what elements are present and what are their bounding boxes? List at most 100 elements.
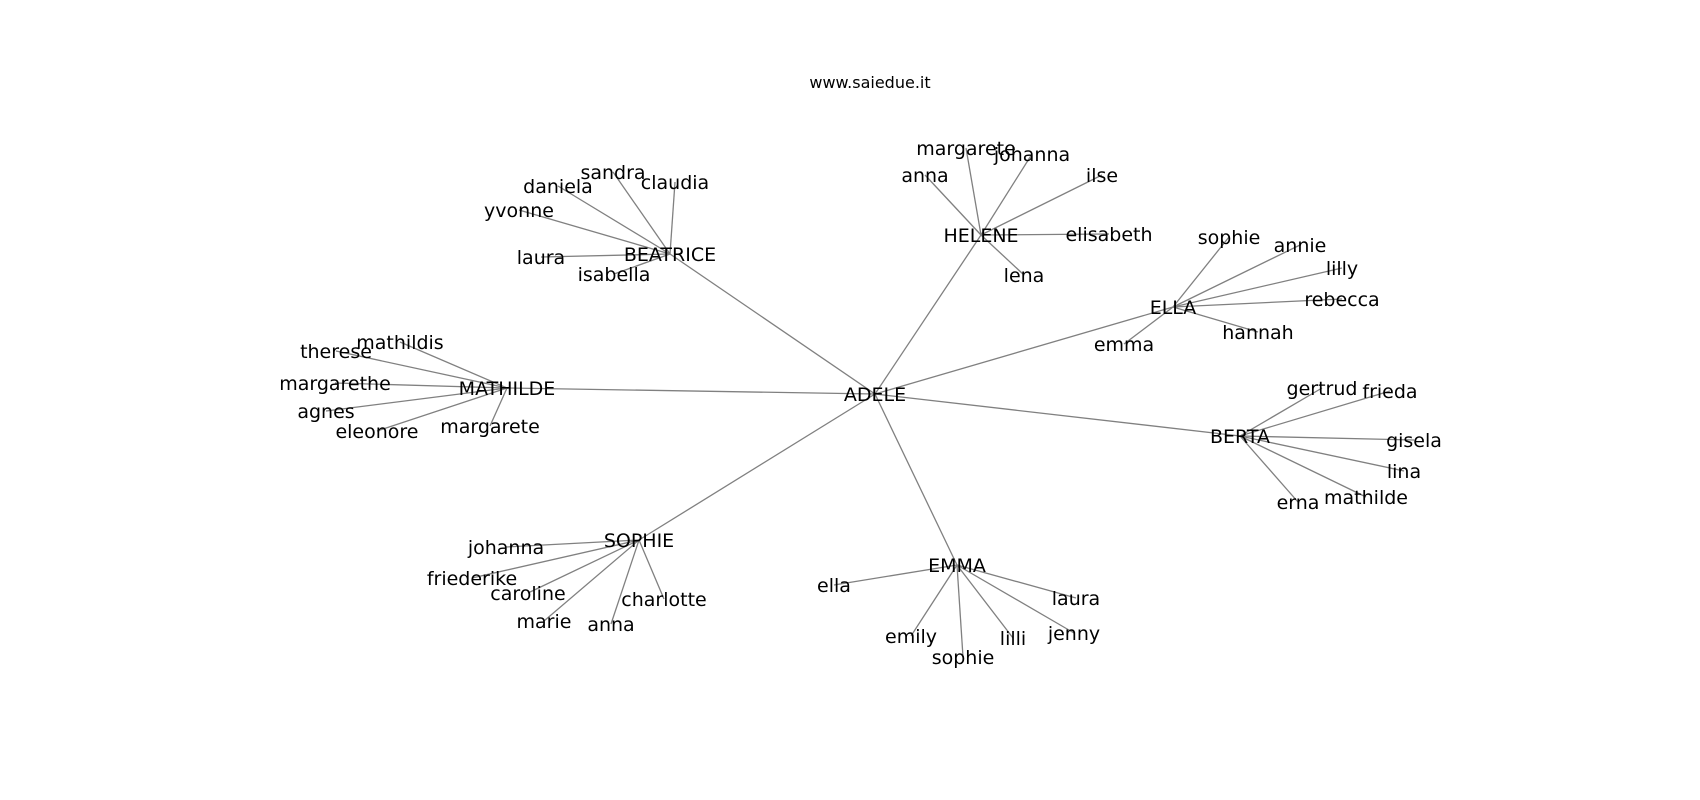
edge-root-ella [874,306,1174,395]
leaf-node-label: lilli [1000,628,1026,650]
hub-node-label: SOPHIE [604,530,674,552]
edge-helene-johanna [980,153,1033,236]
leaf-node-label: sophie [932,647,995,669]
hub-node-label: HELENE [943,225,1018,247]
leaf-node-label: charlotte [621,589,706,611]
leaf-node-label: sophie [1198,227,1261,249]
edge-mathilde-margarethe [334,382,508,389]
hub-node-label: ELLA [1150,297,1197,319]
leaf-node-label: lilly [1326,258,1358,280]
leaf-node-label: jenny [1047,623,1100,645]
hub-node-label: MATHILDE [459,378,556,400]
edge-root-emma [874,393,958,566]
leaf-node-label: ella [817,575,851,597]
leaf-node-label: rebecca [1304,289,1379,311]
edge-sophie-friederike [471,539,640,579]
edge-emma-emily [910,564,958,637]
edge-helene-lena [980,234,1025,276]
leaf-node-label: emma [1094,334,1154,356]
leaf-node-label: elisabeth [1065,224,1152,246]
edges-layer [325,147,1415,658]
leaf-node-label: gertrud [1287,378,1358,400]
diagram-title: www.saiedue.it [809,73,930,92]
edge-berta-frieda [1239,390,1391,437]
edge-mathilde-therese [335,350,508,389]
edge-sophie-charlotte [638,539,665,600]
leaf-node-label: johanna [993,144,1070,166]
leaf-node-label: emily [885,626,937,648]
leaf-node-label: laura [517,247,565,269]
hub-node-label: BEATRICE [624,244,716,266]
hub-node-label: BERTA [1210,426,1270,448]
leaf-node-label: lena [1004,265,1045,287]
edge-root-berta [874,393,1241,437]
edge-ella-lilly [1172,267,1343,308]
edge-emma-ella [833,564,958,586]
leaf-node-label: johanna [467,537,544,559]
leaf-node-label: daniela [523,176,593,198]
edge-emma-lilli [956,564,1014,639]
edge-ella-sophie [1172,236,1230,308]
leaf-node-label: frieda [1362,381,1417,403]
edge-ella-rebecca [1172,298,1343,308]
edge-sophie-johanna [505,539,640,548]
leaf-node-label: lina [1387,461,1421,483]
leaf-node-label: gisela [1386,430,1442,452]
leaf-node-label: annie [1274,235,1327,257]
leaf-node-label: anna [587,614,634,636]
edge-beatrice-sandra [612,171,671,255]
edge-sophie-anna [610,539,640,625]
edge-root-sophie [638,393,876,541]
root-node-label: ADELE [844,384,906,406]
edge-berta-gisela [1239,435,1415,441]
leaf-node-label: isabella [578,264,651,286]
edge-ella-hannah [1172,306,1259,333]
edge-ella-annie [1172,244,1301,308]
leaf-node-label: therese [300,341,372,363]
leaf-node-label: margarete [440,416,540,438]
edge-beatrice-daniela [557,185,671,255]
edge-root-mathilde [506,387,876,395]
edge-beatrice-yvonne [518,209,671,255]
leaf-node-label: mathilde [1324,487,1408,509]
edge-helene-elisabeth [980,233,1110,236]
edge-ella-emma [1123,306,1174,345]
leaf-node-label: ilse [1086,165,1118,187]
edge-berta-gertrud [1239,387,1323,437]
edge-mathilde-mathildis [399,341,508,389]
edge-berta-erna [1239,435,1299,503]
leaf-node-label: yvonne [484,200,554,222]
leaf-node-label: hannah [1222,322,1293,344]
leaf-node-label: erna [1277,492,1320,514]
edge-sophie-marie [543,539,640,622]
edge-beatrice-claudia [669,181,676,255]
edge-mathilde-agnes [325,387,508,412]
leaf-node-label: claudia [641,172,709,194]
leaf-node-label: agnes [297,401,354,423]
edge-emma-sophie [956,564,964,658]
edge-mathilde-margarete [489,387,508,427]
leaf-node-label: sandra [580,162,645,184]
edge-emma-laura [956,564,1077,599]
edge-helene-ilse [980,174,1103,236]
hub-node-label: EMMA [928,555,986,577]
edge-root-helene [874,234,982,395]
edge-beatrice-isabella [613,253,671,275]
leaf-node-label: mathildis [356,332,443,354]
edge-berta-lina [1239,435,1405,472]
edge-emma-jenny [956,564,1075,634]
edge-helene-margarete [965,147,982,236]
edge-berta-mathilde [1239,435,1367,498]
leaf-node-label: margarethe [279,373,391,395]
leaf-node-label: anna [901,165,948,187]
edge-root-beatrice [669,253,876,395]
edge-mathilde-eleonore [376,387,508,432]
leaf-node-label: margarete [916,138,1016,160]
leaf-node-label: marie [517,611,572,633]
leaf-node-label: eleonore [335,421,418,443]
edge-helene-anna [924,174,982,236]
leaf-node-label: friederike [427,568,517,590]
leaf-node-label: caroline [490,583,565,605]
